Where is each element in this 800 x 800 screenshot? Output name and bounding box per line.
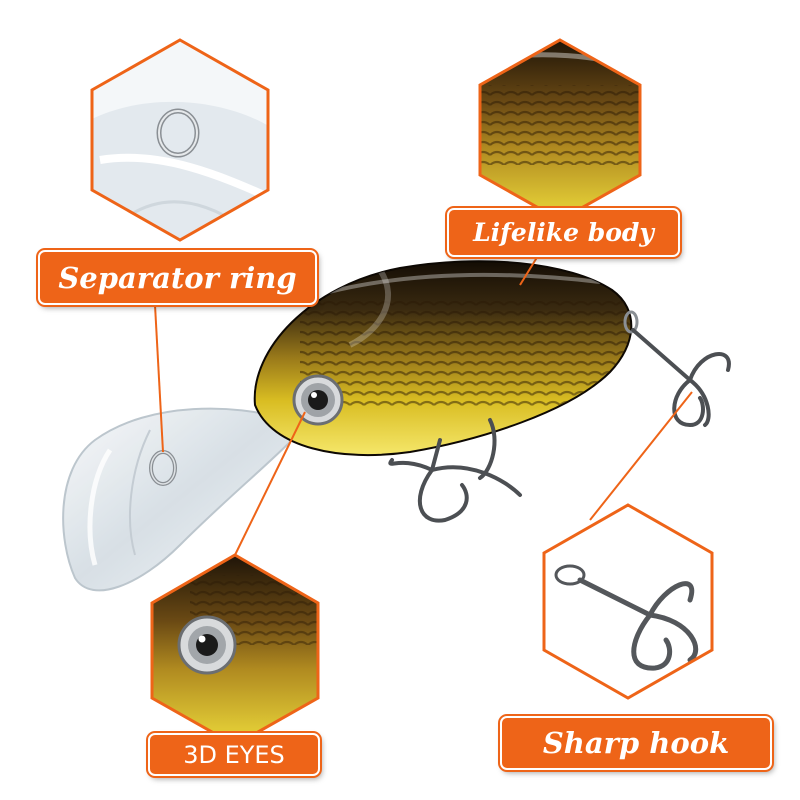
belly-treble-hook — [388, 418, 522, 523]
3d-eye-icon — [292, 374, 344, 426]
3d-eyes-label: 3D EYES — [148, 733, 320, 776]
lifelike-body-closeup — [478, 38, 642, 222]
lifelike-body-label: Lifelike body — [447, 208, 680, 257]
treble-hook-icon — [554, 564, 699, 671]
diving-lip — [62, 407, 294, 592]
separator-ring-label: Separator ring — [38, 250, 317, 305]
main-lure — [62, 260, 731, 592]
hook-closeup — [542, 503, 714, 700]
eye-closeup — [150, 553, 320, 747]
separator-ring-closeup — [90, 38, 270, 242]
tail-treble-hook — [631, 328, 731, 428]
sharp-hook-label: Sharp hook — [500, 716, 772, 770]
